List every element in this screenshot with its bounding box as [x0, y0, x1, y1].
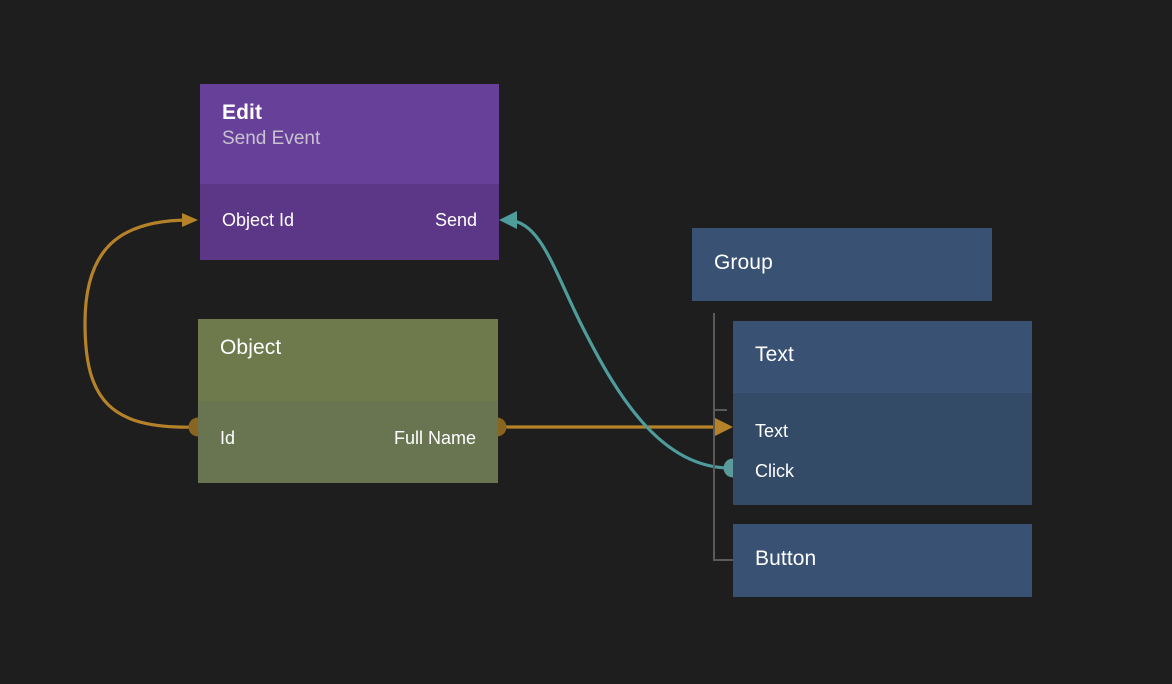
node-object-title: Object	[220, 336, 282, 359]
wire-object-id-to-edit-object-id	[83, 218, 199, 429]
node-edit-subtitle: Send Event	[222, 128, 321, 149]
port-label-text-text[interactable]: Text	[755, 421, 789, 441]
node-button[interactable]: Button	[733, 524, 1032, 597]
node-object-port-row: Id Full Name	[198, 417, 498, 458]
port-label-object-fullname[interactable]: Full Name	[393, 427, 476, 448]
node-edit-port-row: Object Id Send	[200, 199, 499, 240]
wire-arrowhead-edit-send	[499, 211, 517, 229]
tree-bracket-stub-text	[713, 409, 727, 411]
wire-arrowhead-text-text	[715, 418, 733, 436]
node-text-port-row-click: Click	[733, 451, 1032, 491]
node-edit-title: Edit	[222, 101, 263, 124]
node-group[interactable]: Group	[692, 228, 992, 301]
node-text-header[interactable]: Text	[733, 321, 1032, 393]
node-text-title: Text	[755, 343, 794, 366]
node-edit-header[interactable]: Edit Send Event	[200, 84, 499, 184]
node-group-title: Group	[714, 251, 773, 274]
node-button-header[interactable]: Button	[733, 524, 1032, 597]
port-label-text-click[interactable]: Click	[755, 461, 794, 481]
node-text[interactable]: Text Text Click	[733, 321, 1032, 505]
node-group-header[interactable]: Group	[692, 228, 992, 301]
node-edit-body[interactable]: Object Id Send	[200, 184, 499, 260]
wire-arrowhead-edit-object-id	[182, 213, 198, 227]
node-button-title: Button	[755, 547, 817, 570]
node-edit[interactable]: Edit Send Event Object Id Send	[200, 84, 499, 260]
port-label-object-id[interactable]: Id	[220, 427, 236, 448]
node-text-body[interactable]: Text Click	[733, 393, 1032, 505]
node-object[interactable]: Object Id Full Name	[198, 319, 498, 483]
node-object-header[interactable]: Object	[198, 319, 498, 401]
node-object-body[interactable]: Id Full Name	[198, 401, 498, 483]
tree-bracket-vertical	[713, 313, 715, 561]
node-text-port-row-text: Text	[733, 411, 1032, 451]
port-label-edit-object-id[interactable]: Object Id	[222, 209, 295, 230]
port-label-edit-send[interactable]: Send	[434, 209, 477, 230]
tree-bracket-stub-button	[713, 559, 733, 561]
